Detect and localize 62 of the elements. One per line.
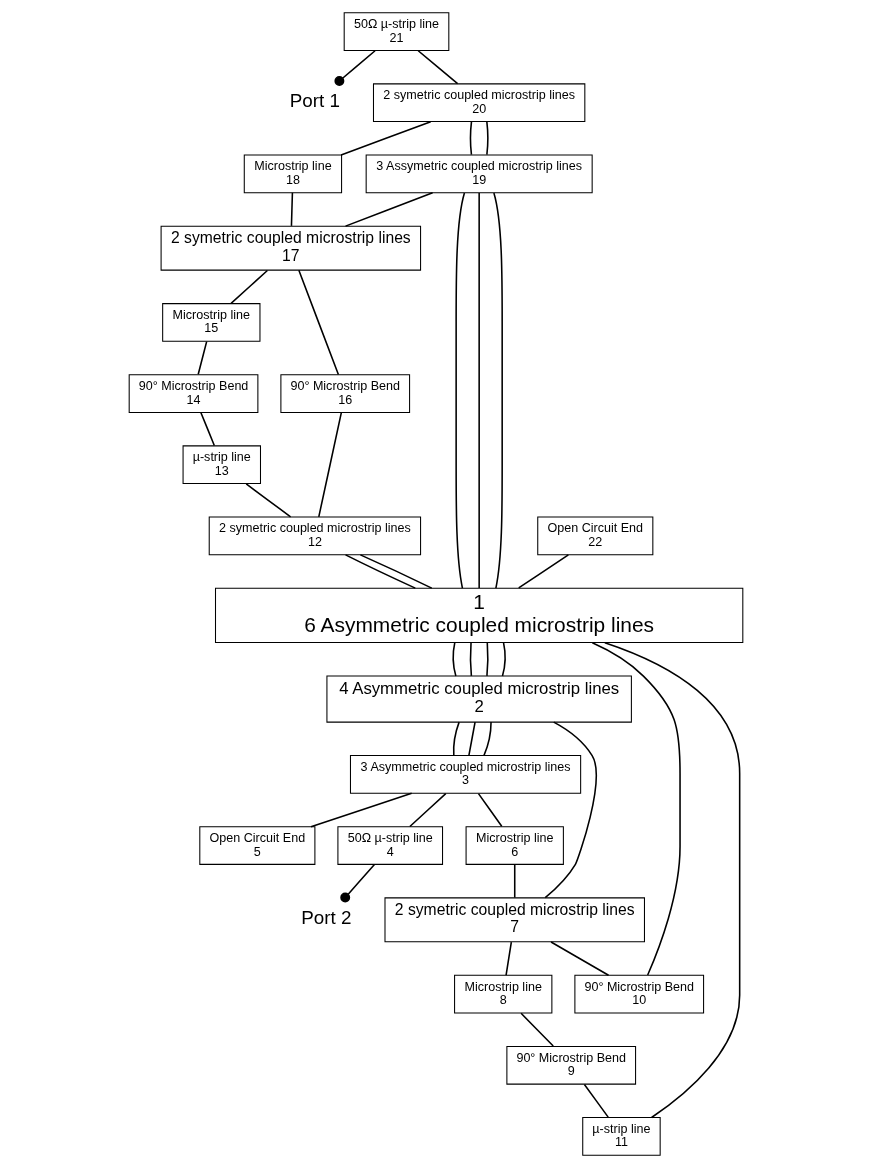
node-box: 3 Assymetric coupled microstrip lines 19 [365,154,593,194]
node-box: Microstrip line 15 [161,303,260,342]
node-box: Microstrip line 6 [465,826,564,865]
connector [244,483,291,518]
connector [344,191,433,227]
connector [229,269,268,305]
node-box: Open Circuit End 22 [536,516,653,556]
connector [603,641,740,1119]
node-box: Microstrip line 8 [453,974,552,1014]
connector [290,191,293,227]
connector [416,49,458,85]
connector [492,192,503,589]
connector [477,792,502,828]
connector [451,641,457,677]
connector [519,1012,554,1047]
node-box: 3 Asymmetric coupled microstrip lines 3 [349,755,581,794]
connector [408,792,447,828]
connector [517,554,569,589]
node-box: 90° Microstrip Bend 16 [279,374,410,413]
connector [469,641,472,677]
node-box: 50Ω µ-strip line 21 [343,12,449,51]
node-box: 2 symetric coupled microstrip lines 17 [160,225,421,271]
connector [549,941,609,977]
connector [344,554,416,589]
connector [501,641,506,677]
connector [454,192,465,589]
node-box: 4 Asymmetric coupled microstrip lines 2 [325,675,632,723]
connector [339,120,431,156]
node-text: Port 2 [300,907,352,929]
connector [333,49,376,86]
connector [339,863,375,903]
node-box: 50Ω µ-strip line 4 [336,826,443,865]
node-box: 2 symetric coupled microstrip lines 7 [383,897,645,943]
connector [297,269,339,376]
connector [452,721,460,757]
connector [317,411,342,518]
connector [359,554,433,589]
node-box: 1 6 Asymmetric coupled microstrip lines [214,587,743,644]
node-box: µ-strip line 13 [182,445,261,485]
node-box: Microstrip line 18 [243,154,342,194]
node-box: µ-strip line 11 [581,1117,661,1156]
connector [477,192,480,589]
connector [196,340,207,376]
connector [583,1083,609,1118]
node-box: 90° Microstrip Bend 14 [128,374,258,413]
node-box: Open Circuit End 5 [198,826,315,865]
node-box: 2 symetric coupled microstrip lines 12 [208,516,421,556]
connector [591,642,681,976]
node-box: 2 symetric coupled microstrip lines 20 [372,83,585,123]
connector [309,792,412,828]
connector [504,941,512,976]
connector [199,412,215,447]
connector [513,863,515,899]
connector [485,121,489,156]
node-box: 90° Microstrip Bend 10 [573,974,704,1014]
connector [485,641,489,677]
node-box: 90° Microstrip Bend 9 [505,1045,636,1085]
connector [543,721,597,899]
connector [467,721,476,757]
connector [469,121,472,156]
node-text: Port 1 [289,90,340,112]
connector [482,721,492,757]
